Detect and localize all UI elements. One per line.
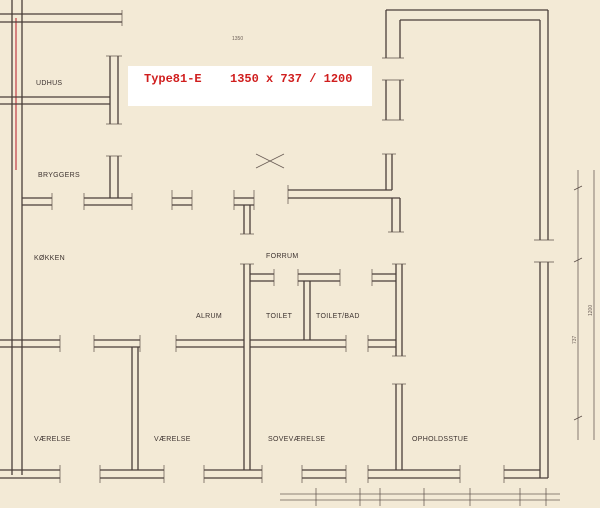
- mid-horizontal-walls: [0, 335, 396, 470]
- right-dimension-line: [573, 170, 595, 440]
- room-label-vaerelse-2: VÆRELSE: [154, 436, 191, 443]
- lower-right-walls: [503, 261, 554, 483]
- forrum-walls: [287, 153, 404, 233]
- udhus-walls: [0, 55, 122, 125]
- room-label-vaerelse-1: VÆRELSE: [34, 436, 71, 443]
- left-outer-wall: [11, 0, 23, 475]
- cross-mark: [255, 153, 285, 169]
- room-label-forrum: FORRUM: [266, 253, 299, 260]
- plan-dimensions: 1350 x 737 / 1200: [230, 72, 353, 86]
- bryggers-walls: [22, 155, 133, 210]
- room-label-sovevaerelse: SOVEVÆRELSE: [268, 436, 326, 443]
- opholdsstue-wall: [392, 383, 406, 470]
- room-label-alrum: ALRUM: [196, 313, 223, 320]
- top-left-wall: [0, 10, 123, 26]
- room-label-toilet: TOILET: [266, 313, 293, 320]
- right-lower-dimension-label: 737: [572, 335, 578, 344]
- right-upper-dimension-label: 1200: [588, 304, 594, 316]
- center-wall: [240, 263, 275, 470]
- bottom-dimension-strip: [280, 488, 560, 506]
- room-label-bryggers: BRYGGERS: [38, 172, 80, 179]
- toilet-walls: [297, 263, 406, 357]
- plan-type-name: Type81-E: [144, 72, 202, 86]
- room-label-udhus: UDHUS: [36, 80, 63, 87]
- wall-stubs: [171, 190, 255, 235]
- plan-title-box: Type81-E 1350 x 737 / 1200: [128, 66, 372, 106]
- room-label-kokken: KØKKEN: [34, 255, 65, 262]
- upper-right-walls: [382, 9, 554, 241]
- room-label-opholdsstue: OPHOLDSSTUE: [412, 436, 469, 443]
- room-label-toilet-bad: TOILET/BAD: [316, 313, 360, 320]
- top-width-label: 1350: [232, 36, 244, 42]
- bottom-walls: [0, 465, 461, 483]
